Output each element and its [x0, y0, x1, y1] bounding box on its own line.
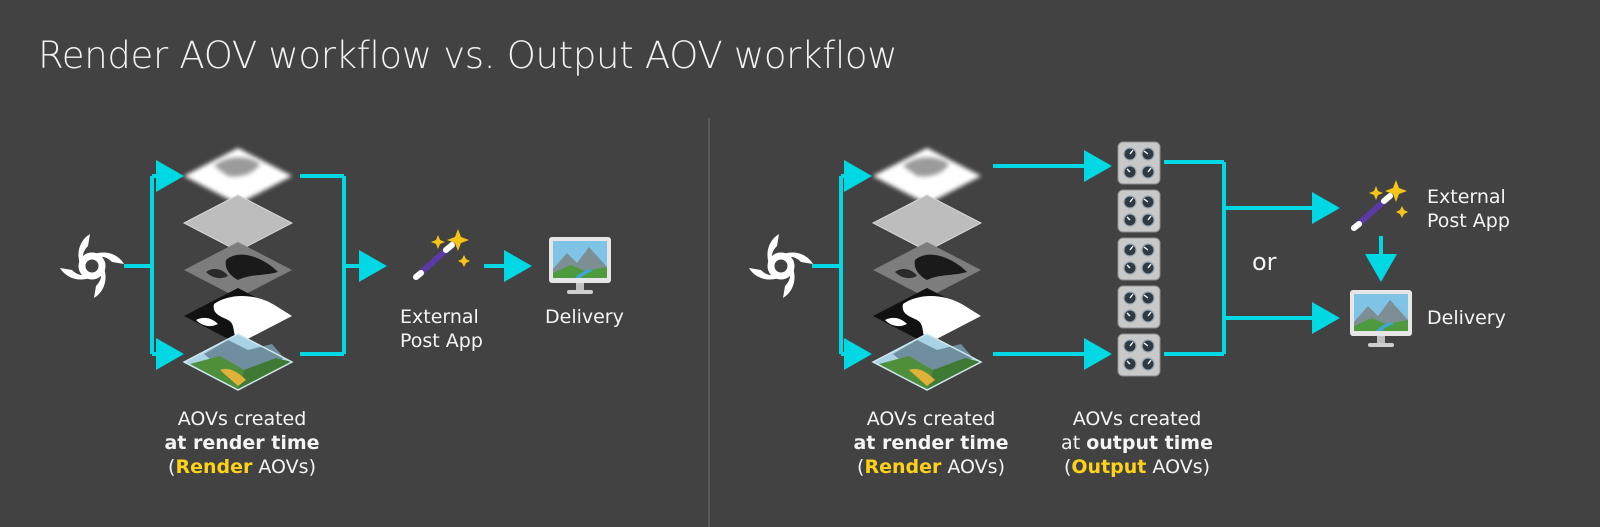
- right-arrows: [812, 150, 1397, 370]
- output-aov-node-icon: [1117, 237, 1161, 281]
- output-aov-node-icon: [1117, 285, 1161, 329]
- caption-highlight: Render: [864, 456, 942, 478]
- caption-line1: AOVs created: [1072, 408, 1202, 430]
- caption-bold: output time: [1086, 432, 1213, 454]
- right-delivery-label: Delivery: [1427, 307, 1506, 329]
- post-app-line2: Post App: [400, 330, 483, 352]
- aov-layer-stack-icon: [873, 148, 981, 390]
- caption-line2: at render time: [164, 432, 320, 454]
- magic-wand-icon: [1354, 180, 1408, 228]
- page-title: Render AOV workflow vs. Output AOV workf…: [38, 34, 898, 77]
- magic-wand-icon: [416, 229, 470, 277]
- right-output-caption: AOVs created at output time (Output AOVs…: [1037, 407, 1237, 479]
- monitor-landscape-icon: [549, 237, 611, 294]
- left-render-caption: AOVs created at render time (Render AOVs…: [142, 407, 342, 479]
- renderer-logo-icon: [749, 234, 813, 298]
- right-post-app-label: External Post App: [1427, 185, 1510, 233]
- caption-line2: at render time: [853, 432, 1009, 454]
- caption-line2: at output time: [1061, 432, 1213, 454]
- caption-highlight: Render: [175, 456, 253, 478]
- aov-layer-stack-icon: [184, 148, 292, 390]
- post-app-line1: External: [400, 306, 479, 328]
- post-app-line1: External: [1427, 186, 1506, 208]
- left-arrows: [124, 160, 532, 370]
- left-post-app-label: External Post App: [400, 305, 483, 353]
- caption-line3: (Render AOVs): [168, 456, 316, 478]
- renderer-logo-icon: [60, 234, 124, 298]
- panel-divider: [708, 118, 710, 527]
- caption-line3: (Render AOVs): [857, 456, 1005, 478]
- caption-line1: AOVs created: [177, 408, 307, 430]
- monitor-landscape-icon: [1350, 290, 1412, 347]
- or-label: or: [1252, 248, 1277, 276]
- output-aov-node-icon: [1117, 189, 1161, 233]
- post-app-line2: Post App: [1427, 210, 1510, 232]
- output-aov-node-icon: [1117, 333, 1161, 377]
- caption-line1: AOVs created: [866, 408, 996, 430]
- right-render-caption: AOVs created at render time (Render AOVs…: [831, 407, 1031, 479]
- caption-highlight: Output: [1071, 456, 1147, 478]
- output-aov-node-icon: [1117, 141, 1161, 185]
- caption-line3: (Output AOVs): [1063, 456, 1211, 478]
- left-delivery-label: Delivery: [545, 306, 624, 328]
